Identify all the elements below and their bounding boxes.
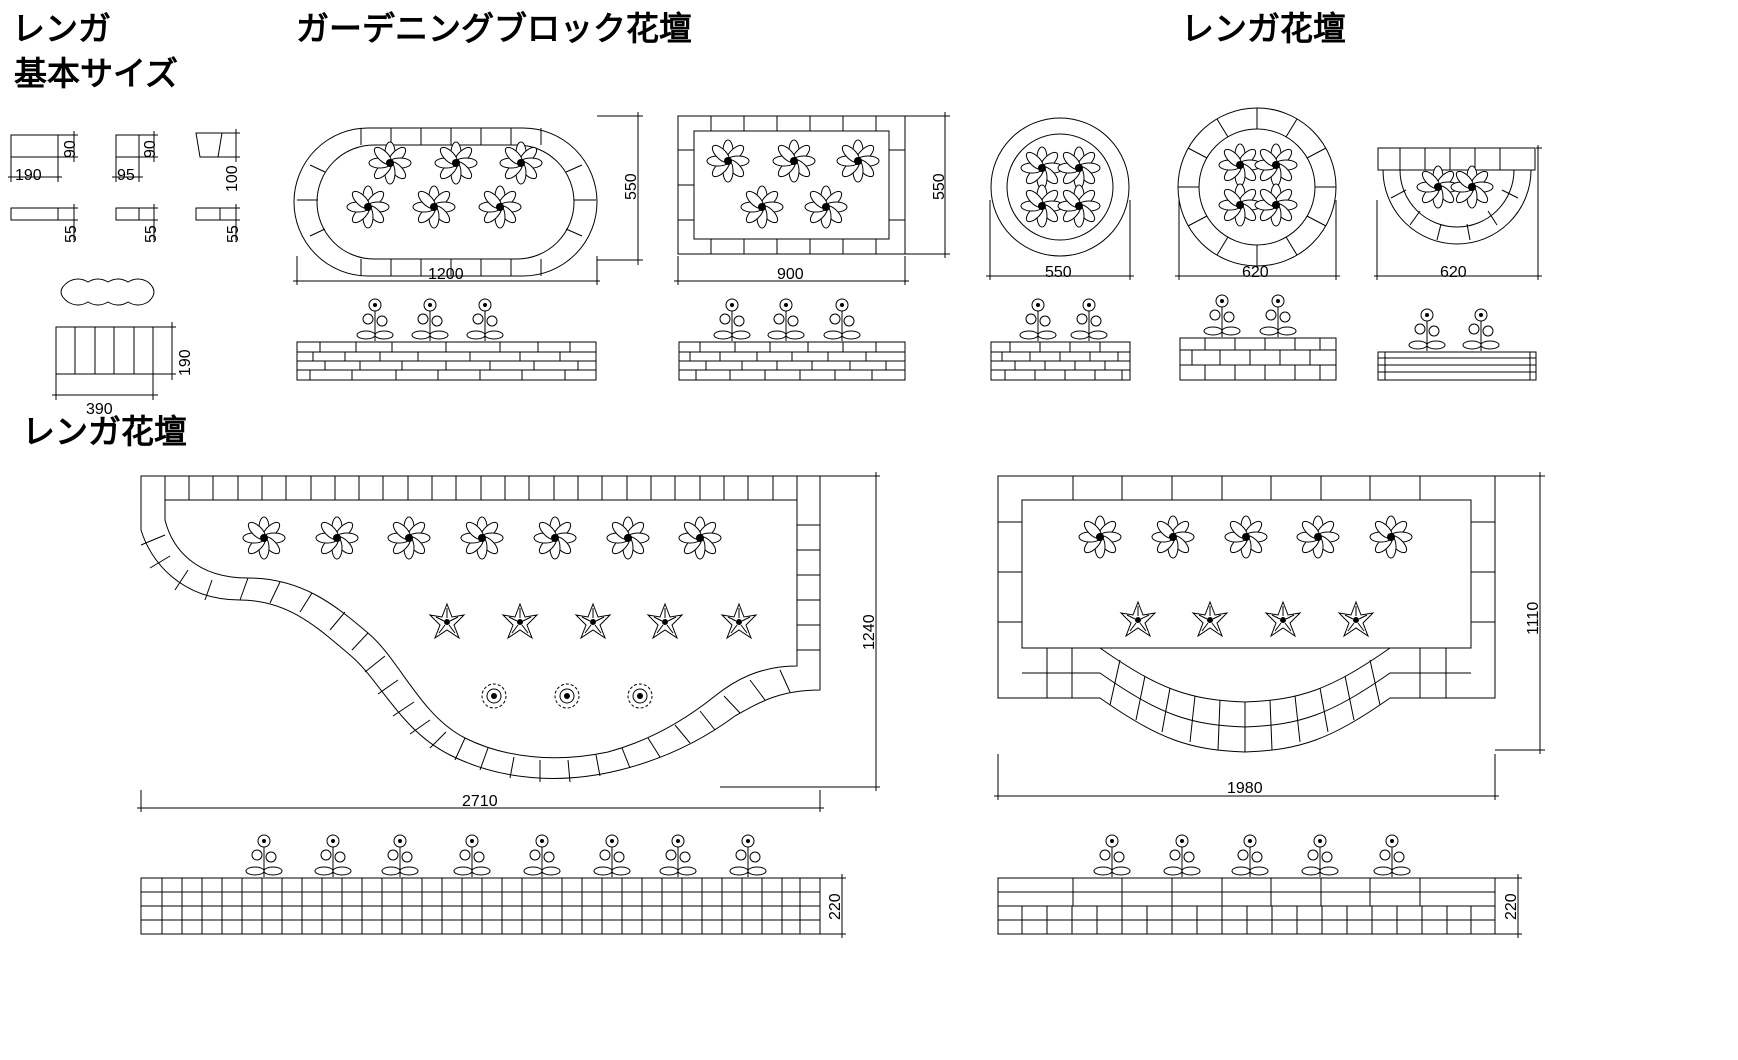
- wave-width: 2710: [462, 793, 498, 810]
- curve-width: 1980: [1227, 780, 1263, 797]
- oval-block-bed-plan: [293, 112, 643, 285]
- curve-elev-height: 220: [1503, 893, 1520, 920]
- small-elevations: [296, 294, 1537, 381]
- title-brick-bed-top: レンガ花壇: [1181, 9, 1346, 48]
- curve-height: 1110: [1525, 602, 1542, 635]
- round-bed-small: [986, 117, 1134, 280]
- basic-dimension-labels: 190 90 95 90 100 55 55 55 190 390: [15, 140, 242, 418]
- rect-width: 900: [777, 266, 804, 283]
- wave-height: 1240: [861, 614, 878, 650]
- dim-h55b: 55: [143, 225, 160, 243]
- wave-bed-elevation: [140, 834, 846, 938]
- half-round-bed: [1374, 145, 1542, 280]
- wave-elev-height: 220: [827, 893, 844, 920]
- dim-w390: 390: [86, 401, 113, 418]
- curve-bed-plan: [994, 472, 1545, 800]
- title-brick-bed-left: レンガ花壇: [22, 412, 187, 451]
- oval-height: 550: [623, 173, 640, 200]
- curve-bed-elevation: [997, 834, 1522, 938]
- rect-block-bed-plan: [674, 112, 950, 285]
- dim-h90a: 90: [62, 140, 79, 158]
- dim-h190: 190: [177, 349, 194, 376]
- dim-h100: 100: [224, 165, 241, 192]
- wave-bed-plan: [137, 472, 880, 812]
- dim-w95: 95: [117, 167, 135, 184]
- title-basic-size: 基本サイズ: [14, 54, 179, 93]
- small-circle-width: 550: [1045, 264, 1072, 281]
- dim-h55c: 55: [225, 225, 242, 243]
- title-gardening-block-bed: ガーデニングブロック花壇: [296, 9, 692, 48]
- rect-height: 550: [931, 173, 948, 200]
- dim-h55a: 55: [63, 225, 80, 243]
- large-circle-width: 620: [1242, 264, 1269, 281]
- dim-h90b: 90: [142, 140, 159, 158]
- round-bed-large: [1175, 107, 1340, 280]
- title-renga: レンガ: [12, 9, 111, 48]
- basic-brick-views: [8, 129, 240, 400]
- oval-width: 1200: [428, 266, 464, 283]
- dim-w190: 190: [15, 167, 42, 184]
- half-circle-width: 620: [1440, 264, 1467, 281]
